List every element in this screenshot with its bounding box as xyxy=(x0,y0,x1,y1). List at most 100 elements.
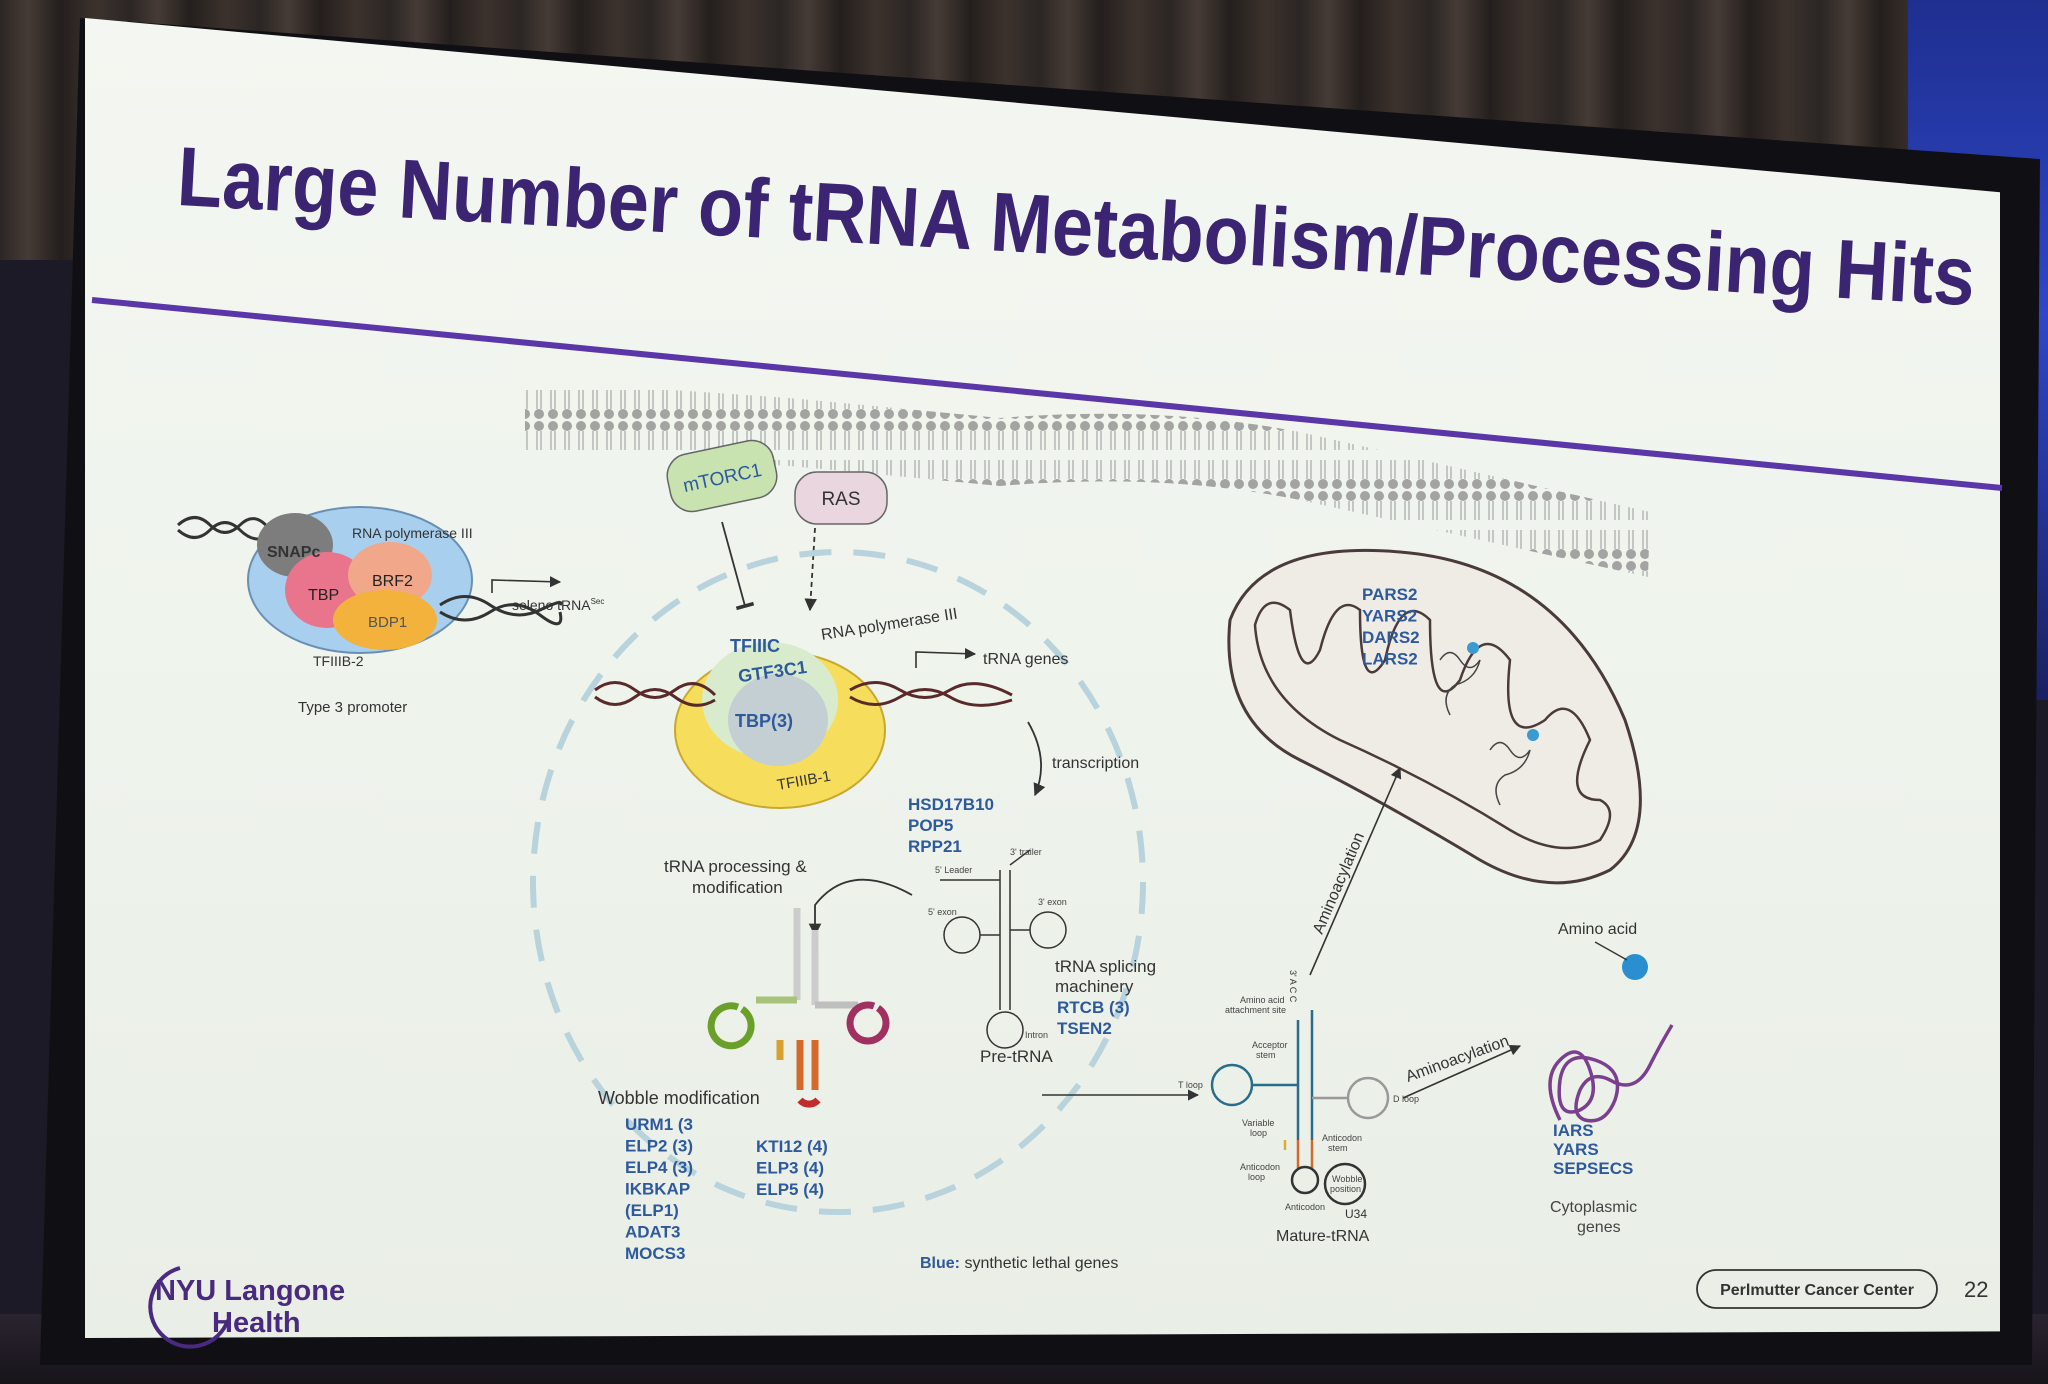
pre-trna xyxy=(940,849,1067,1049)
rnasep-gene: POP5 xyxy=(908,816,953,835)
svg-text:TBP(3): TBP(3) xyxy=(735,711,793,731)
mature-acceptor-2: stem xyxy=(1256,1050,1276,1060)
mature-wobble-1: Wobble xyxy=(1332,1174,1362,1184)
nucleus-boundary xyxy=(530,549,1146,1215)
pre-trna-label: Pre-tRNA xyxy=(980,1047,1053,1066)
svg-text:SNAPc: SNAPc xyxy=(267,544,320,561)
mature-variable-1: Variable xyxy=(1242,1118,1274,1128)
splicing-label-1: tRNA splicing xyxy=(1055,957,1156,976)
transcription-label: transcription xyxy=(1052,755,1139,772)
svg-text:NYU Langone: NYU Langone xyxy=(155,1275,345,1307)
pre-trna-3exon: 3' exon xyxy=(1038,897,1067,907)
svg-text:tRNA genes: tRNA genes xyxy=(983,651,1068,668)
cyto-aminoacylation-arrow xyxy=(1402,1044,1522,1099)
mito-gene: DARS2 xyxy=(1362,628,1420,647)
mito-aminoacylation-label: Aminoacylation xyxy=(1310,830,1368,937)
nyu-logo: NYU Langone Health xyxy=(148,1266,345,1349)
ras-arrow xyxy=(804,527,817,612)
svg-text:Type 3 promoter: Type 3 promoter xyxy=(298,699,407,716)
mito-gene: LARS2 xyxy=(1362,650,1418,669)
svg-text:RNA polymerase III: RNA polymerase III xyxy=(820,606,959,644)
splicing-genes: RTCB (3) TSEN2 xyxy=(1057,998,1130,1038)
page-number: 22 xyxy=(1964,1277,1988,1302)
mature-anticodon: Anticodon xyxy=(1285,1202,1325,1212)
mature-u34: U34 xyxy=(1345,1207,1367,1221)
wobble-gene: ADAT3 xyxy=(625,1223,680,1242)
type3-promoter: SNAPc RNA polymerase III TBP BRF2 BDP1 T… xyxy=(177,506,604,716)
legend: Blue: synthetic lethal genes xyxy=(920,1255,1118,1272)
cyto-protein xyxy=(1548,941,1674,1123)
mito-gene: PARS2 xyxy=(1362,585,1417,604)
mature-anticodon-loop-2: loop xyxy=(1248,1172,1265,1182)
perlmutter-badge: Perlmutter Cancer Center xyxy=(1696,1269,1938,1309)
svg-text:RAS: RAS xyxy=(821,489,860,510)
svg-text:Perlmutter Cancer Center: Perlmutter Cancer Center xyxy=(1720,1282,1914,1299)
processing-arrow xyxy=(808,878,913,937)
svg-text:TFIIIB-2: TFIIIB-2 xyxy=(313,653,364,669)
pre-trna-leader: 5' Leader xyxy=(935,865,972,875)
processing-label-2: modification xyxy=(692,878,783,897)
mature-cca: 3' A C C xyxy=(1288,970,1298,1003)
svg-text:BDP1: BDP1 xyxy=(368,614,407,631)
wobble-gene: MOCS3 xyxy=(625,1244,685,1263)
svg-text:seleno tRNASec: seleno tRNASec xyxy=(512,597,604,613)
wobble-gene: URM1 (3 xyxy=(625,1115,693,1134)
svg-text:TBP: TBP xyxy=(308,587,339,604)
mature-trna-label: Mature-tRNA xyxy=(1276,1228,1370,1245)
wobble-gene: ELP4 (3) xyxy=(625,1158,693,1177)
mature-anticodon-stem-2: stem xyxy=(1328,1143,1348,1153)
amino-acid-label: Amino acid xyxy=(1558,921,1637,938)
wobble-gene: ELP3 (4) xyxy=(756,1159,824,1178)
processed-trna xyxy=(707,908,890,1108)
wobble-gene: (ELP1) xyxy=(625,1201,679,1220)
svg-text:Health: Health xyxy=(212,1307,301,1339)
mature-acceptor-1: Acceptor xyxy=(1252,1040,1288,1050)
mtorc1-node: mTORC1 xyxy=(666,439,778,513)
slide-background xyxy=(85,18,2000,1338)
mature-amino-site-1: Amino acid xyxy=(1240,995,1285,1005)
svg-text:RNA polymerase III: RNA polymerase III xyxy=(352,525,473,541)
mito-aminoacylation-arrow xyxy=(1309,766,1402,976)
rnasep-gene: HSD17B10 xyxy=(908,795,994,814)
wobble-gene: KTI12 (4) xyxy=(756,1137,828,1156)
mature-d-loop: D loop xyxy=(1393,1094,1419,1104)
wobble-gene: IKBKAP xyxy=(625,1180,690,1199)
mitochondrion xyxy=(1227,548,1642,885)
mature-trna xyxy=(1210,1010,1390,1206)
transcription-arrow xyxy=(1027,721,1046,797)
splicing-gene: RTCB (3) xyxy=(1057,998,1130,1017)
svg-text:BRF2: BRF2 xyxy=(372,573,413,590)
wobble-title: Wobble modification xyxy=(598,1088,760,1108)
cyto-caption-2: genes xyxy=(1577,1219,1621,1236)
pre-trna-trailer: 3' trailer xyxy=(1010,847,1042,857)
mature-amino-site-2: attachment site xyxy=(1225,1005,1286,1015)
mature-anticodon-stem-1: Anticodon xyxy=(1322,1133,1362,1143)
cyto-gene: IARS xyxy=(1553,1121,1594,1140)
wobble-genes-right: KTI12 (4) ELP3 (4) ELP5 (4) xyxy=(756,1137,828,1199)
pre-trna-5exon: 5' exon xyxy=(928,907,957,917)
slide-title: Large Number of tRNA Metabolism/Processi… xyxy=(175,129,1977,323)
mature-variable-2: loop xyxy=(1250,1128,1267,1138)
rnasep-gene: RPP21 xyxy=(908,837,962,856)
mature-wobble-2: position xyxy=(1330,1184,1361,1194)
mtorc1-inhibit-arrow xyxy=(721,521,755,611)
slide-title-group: Large Number of tRNA Metabolism/Processi… xyxy=(175,129,1977,323)
processing-label-1: tRNA processing & xyxy=(664,857,807,876)
ras-node: RAS xyxy=(794,471,888,525)
wobble-gene: ELP5 (4) xyxy=(756,1180,824,1199)
cyto-gene: SEPSECS xyxy=(1553,1159,1633,1178)
cyto-aminoacylation-label: Aminoacylation xyxy=(1404,1033,1512,1086)
splicing-gene: TSEN2 xyxy=(1057,1019,1112,1038)
wobble-gene: ELP2 (3) xyxy=(625,1137,693,1156)
cyto-gene: YARS xyxy=(1553,1140,1599,1159)
mito-gene: YARS2 xyxy=(1362,607,1417,626)
pre-trna-intron: Intron xyxy=(1025,1030,1048,1040)
mature-anticodon-loop-1: Anticodon xyxy=(1240,1162,1280,1172)
pol3-complex: TFIIIC GTF3C1 TBP(3) RNA polymerase III … xyxy=(594,606,1068,809)
mature-t-loop: T loop xyxy=(1178,1080,1203,1090)
cell-membrane xyxy=(525,380,1650,577)
